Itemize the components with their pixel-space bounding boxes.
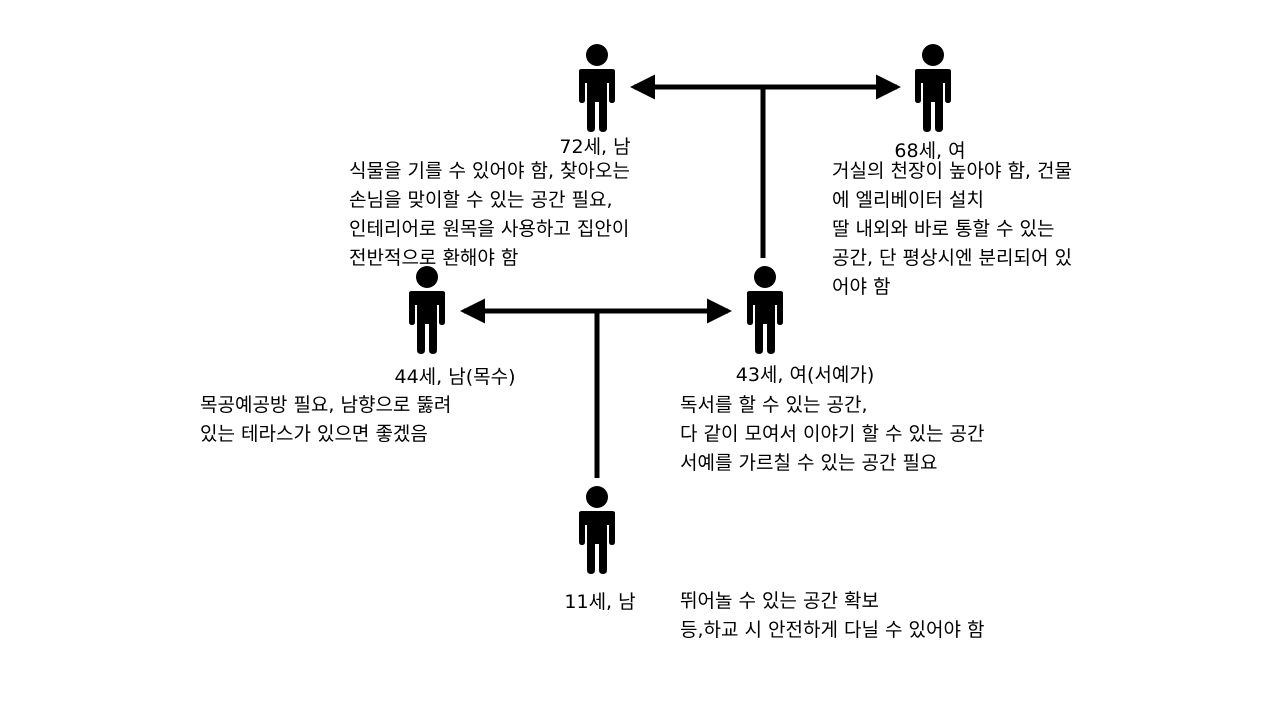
mother-label: 43세, 여(서예가) bbox=[735, 364, 875, 386]
mother-person-icon bbox=[747, 266, 783, 354]
needs-line: 딸 내외와 바로 통할 수 있는 bbox=[832, 218, 1055, 240]
needs-line: 등,하교 시 안전하게 다닐 수 있어야 함 bbox=[680, 619, 985, 641]
needs-line: 있는 테라스가 있으면 좋겠음 bbox=[200, 423, 428, 445]
grandfather-label: 72세, 남 bbox=[559, 136, 631, 158]
son-needs: 뛰어놀 수 있는 공간 확보 등,하교 시 안전하게 다닐 수 있어야 함 bbox=[680, 587, 984, 645]
needs-line: 에 엘리베이터 설치 bbox=[832, 189, 984, 211]
needs-line: 식물을 기를 수 있어야 함, 찾아오는 bbox=[349, 160, 630, 182]
needs-line: 거실의 천장이 높아야 함, 건물 bbox=[832, 160, 1072, 182]
needs-line: 손님을 맞이할 수 있는 공간 필요, bbox=[349, 189, 613, 211]
father-label: 44세, 남(목수) bbox=[394, 366, 516, 388]
grandmother-label: 68세, 여 bbox=[894, 140, 966, 162]
son-person-icon bbox=[579, 486, 615, 574]
needs-line: 서예를 가르칠 수 있는 공간 필요 bbox=[680, 452, 938, 474]
mother-needs: 독서를 할 수 있는 공간, 다 같이 모여서 이야기 할 수 있는 공간 서예… bbox=[680, 391, 984, 478]
father-person-icon bbox=[409, 266, 445, 354]
needs-line: 다 같이 모여서 이야기 할 수 있는 공간 bbox=[680, 423, 985, 445]
needs-line: 전반적으로 환해야 함 bbox=[349, 247, 519, 269]
needs-line: 어야 함 bbox=[832, 276, 891, 298]
grandmother-needs: 거실의 천장이 높아야 함, 건물 에 엘리베이터 설치 딸 내외와 바로 통할… bbox=[832, 157, 1072, 302]
needs-line: 독서를 할 수 있는 공간, bbox=[680, 394, 868, 416]
connectors bbox=[459, 74, 902, 478]
grandfather-needs: 식물을 기를 수 있어야 함, 찾아오는 손님을 맞이할 수 있는 공간 필요,… bbox=[349, 157, 630, 273]
grandfather-person-icon bbox=[579, 44, 615, 132]
father-needs: 목공예공방 필요, 남향으로 뚫려 있는 테라스가 있으면 좋겠음 bbox=[200, 391, 451, 449]
son-label: 11세, 남 bbox=[564, 591, 636, 613]
needs-line: 공간, 단 평상시엔 분리되어 있 bbox=[832, 247, 1072, 269]
needs-line: 목공예공방 필요, 남향으로 뚫려 bbox=[200, 394, 452, 416]
grandmother-person-icon bbox=[915, 44, 951, 132]
needs-line: 인테리어로 원목을 사용하고 집안이 bbox=[349, 218, 630, 240]
needs-line: 뛰어놀 수 있는 공간 확보 bbox=[680, 590, 879, 612]
